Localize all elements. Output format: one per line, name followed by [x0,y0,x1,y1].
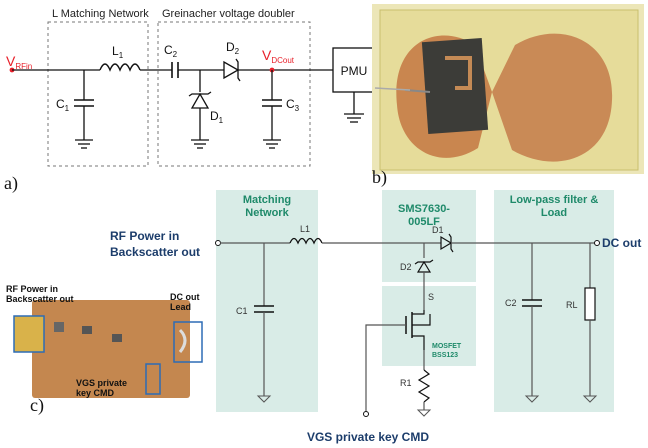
v-rf-in-label: VRFin [6,53,32,71]
pcb-trace [445,56,472,90]
rl-label: RL [566,300,578,310]
vgs-label: VGS private key CMD [307,430,429,444]
c2-label: C2 [505,298,517,308]
diode-d1 [440,235,453,251]
sms-diode-block [382,190,476,282]
doubler-title: Greinacher voltage doubler [162,8,295,20]
c3-label: C3 [286,97,300,113]
panel-c-label: c) [30,395,44,416]
diode-d2-bar [414,259,434,265]
vgs-highlight [145,363,161,395]
pmu-label: PMU [341,64,368,78]
d2-label: D2 [226,40,240,56]
l1-label: L1 [300,224,310,234]
photo-dc-label-1: DC out [170,292,200,302]
diode-d1 [190,92,210,109]
sma-connector [13,315,45,353]
dc-lead-highlight [173,321,203,363]
photo-rf-label-1: RF Power in [6,284,58,294]
d1-label: D1 [432,225,444,235]
l1-label: L1 [112,44,124,60]
gate-wire [365,324,406,412]
photo-rf-label-2: Backscatter out [6,294,74,304]
ground-r1 [416,409,432,417]
mosfet-body [412,314,431,326]
lead-wire-2 [374,87,411,91]
antenna-right-lobe [492,33,613,162]
smd-part [54,322,64,332]
rf-in-label-1: RF Power in [110,229,179,243]
vgs-node [363,411,369,417]
ground-rl [582,395,598,403]
rf-in-label-2: Backscatter out [110,245,200,259]
matching-title-1: Matching [243,194,291,206]
c1-label: C1 [236,306,248,316]
panel-b-label: b) [372,167,387,188]
lowpass-title-2: Load [541,207,567,219]
panel-c-pcb [32,300,190,398]
mosfet-drain-lead [412,335,425,350]
smd-part [82,326,92,334]
dc-lead-wire [178,328,187,353]
photo-dc-label-2: Lead [170,302,191,312]
ground-c2 [524,395,540,403]
doubler-box [157,21,311,167]
photo-vgs-label-2: key CMD [76,388,115,398]
rf-in-node [215,240,221,246]
ground-c1 [256,395,272,403]
dc-out-label: DC out [602,236,641,250]
panel-a-schematic: L Matching Network Greinacher voltage do… [4,8,376,194]
c1-label: C1 [56,97,70,113]
resistor-r1 [417,369,431,403]
c2-label: C2 [164,43,178,59]
matching-network-block [216,190,318,412]
l-network-title: L Matching Network [52,8,149,20]
resistor-rl [584,287,596,321]
d2-label: D2 [400,262,412,272]
r1-label: R1 [400,378,412,388]
lowpass-title-1: Low-pass filter & [510,194,599,206]
mosfet-label-1: MOSFET [432,343,462,350]
inductor-l1 [289,237,323,245]
v-dc-out-label: VDCout [262,47,295,65]
panel-b-photo: b) [372,4,644,188]
inductor-l1 [99,63,141,72]
panel-a-label: a) [4,173,18,194]
sms-title-1: SMS7630- [398,203,450,215]
mosfet-block [382,286,476,366]
diode-d2 [223,60,240,80]
source-label: S [428,292,434,302]
matching-title-2: Network [245,207,289,219]
diode-d1-bar [188,91,212,97]
photo-vgs-label-1: VGS private [76,378,127,388]
d1-label: D1 [210,109,224,125]
smd-part [112,334,122,342]
dc-out-node [594,240,600,246]
panel-c: RF Power in Backscatter out DC out Lead … [6,190,641,444]
mosfet-source-lead [412,310,425,315]
mosfet-label-2: BSS123 [432,352,458,359]
sms-title-2: 005LF [408,216,440,228]
l-network-box [47,21,149,167]
